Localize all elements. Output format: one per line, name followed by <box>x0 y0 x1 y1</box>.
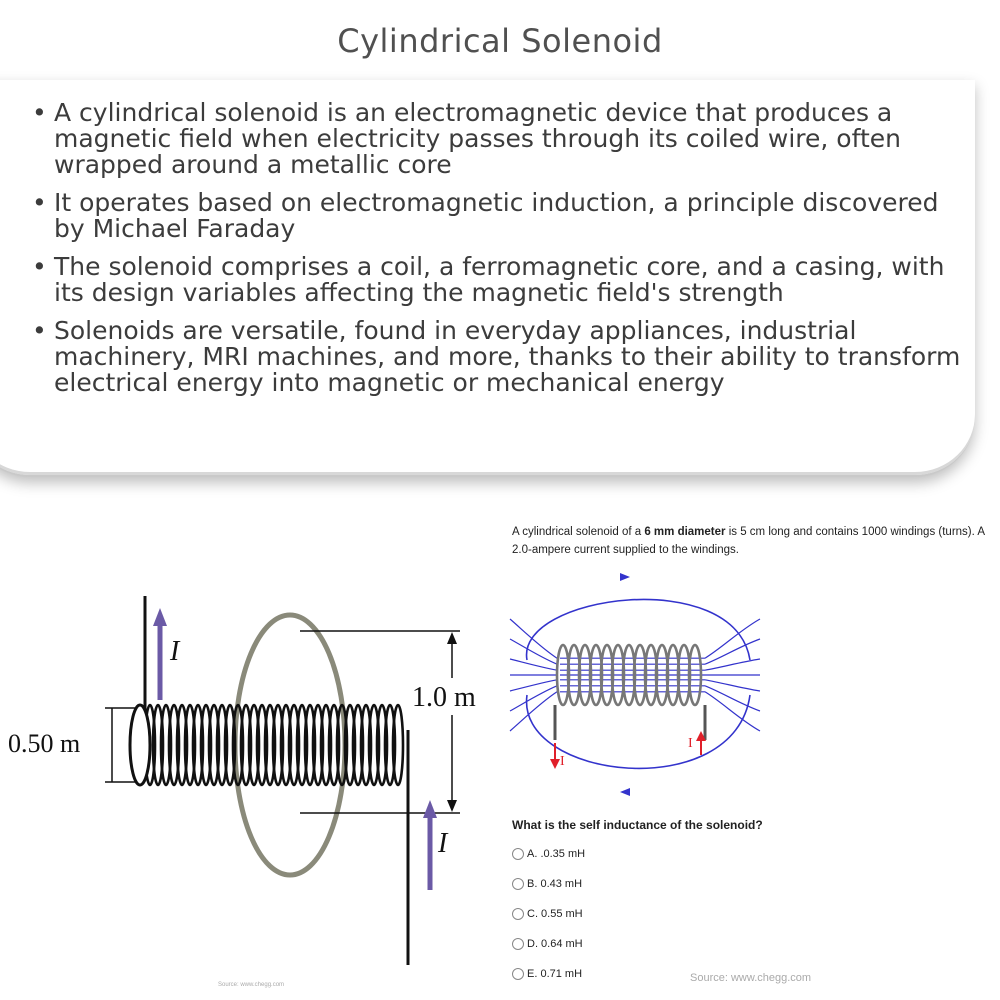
current-label-bottom: I <box>437 828 449 859</box>
bullet-dot-icon: • <box>32 252 47 281</box>
summary-card <box>0 80 975 477</box>
bullet-text: Solenoids are versatile, found in everyd… <box>54 316 961 397</box>
field-loop-bottom <box>526 694 751 770</box>
bullet-item: •Solenoids are versatile, found in every… <box>32 318 962 396</box>
field-line <box>704 638 761 665</box>
coil-winding <box>359 703 373 787</box>
coil-winding <box>247 703 261 787</box>
arrow-head-icon <box>423 800 437 818</box>
coil-winding <box>391 703 405 787</box>
coil-winding <box>311 703 325 787</box>
coil-winding <box>287 703 301 787</box>
coil-winding <box>343 703 357 787</box>
field-line <box>509 638 558 665</box>
coil-winding <box>367 703 381 787</box>
ring-size-label: 1.0 m <box>412 682 476 713</box>
coil-winding <box>303 703 317 787</box>
answer-option[interactable]: A. .0.35 mH <box>512 848 585 860</box>
coil-winding <box>271 703 285 787</box>
question-text: What is the self inductance of the solen… <box>512 818 763 832</box>
coil-winding <box>215 703 229 787</box>
field-line <box>509 685 558 712</box>
page-title: Cylindrical Solenoid <box>337 22 663 60</box>
bullet-dot-icon: • <box>32 316 47 345</box>
coil-winding <box>255 703 269 787</box>
radio-button[interactable] <box>512 848 524 860</box>
field-lines-figure: I I <box>509 573 761 796</box>
answer-option[interactable]: B. 0.43 mH <box>512 878 582 890</box>
bullet-item: •A cylindrical solenoid is an electromag… <box>32 100 962 178</box>
coil-winding <box>295 703 309 787</box>
field-loop-top <box>526 598 751 661</box>
coil-winding <box>279 703 293 787</box>
radio-button[interactable] <box>512 878 524 890</box>
source-label-left: Source: www.chegg.com <box>218 982 285 988</box>
bullet-text: A cylindrical solenoid is an electromagn… <box>54 98 901 179</box>
coil-winding <box>239 703 253 787</box>
answer-option[interactable]: D. 0.64 mH <box>512 938 583 950</box>
coil-winding <box>151 703 165 787</box>
radio-button[interactable] <box>512 968 524 980</box>
coil-winding <box>375 703 389 787</box>
diameter-label: 0.50 m <box>8 729 80 758</box>
field-line <box>509 691 558 732</box>
coil-winding <box>327 703 341 787</box>
coil-winding <box>199 703 213 787</box>
answer-option[interactable]: E. 0.71 mH <box>512 968 582 980</box>
field-line <box>704 685 761 712</box>
bullet-text: It operates based on electromagnetic ind… <box>54 188 939 243</box>
bullet-dot-icon: • <box>32 98 47 127</box>
coil-winding <box>159 703 173 787</box>
coil-winding <box>231 703 245 787</box>
field-line <box>704 679 761 692</box>
bullet-dot-icon: • <box>32 188 47 217</box>
coil-winding <box>383 703 397 787</box>
coil-winding <box>223 703 237 787</box>
bullet-text: The solenoid comprises a coil, a ferroma… <box>54 252 945 307</box>
solenoid-loop-figure: I 0.50 m 1.0 m I <box>8 596 476 965</box>
field-line <box>704 658 761 671</box>
coil-winding <box>351 703 365 787</box>
coil-winding <box>183 703 197 787</box>
arrow-head-icon <box>153 608 167 626</box>
coil-winding <box>191 703 205 787</box>
coil-winding <box>263 703 277 787</box>
field-line <box>509 618 558 659</box>
problem-statement: A cylindrical solenoid of a 6 mm diamete… <box>512 526 985 556</box>
field-line <box>509 679 558 692</box>
bullet-item: •The solenoid comprises a coil, a ferrom… <box>32 254 962 306</box>
coil-winding <box>319 703 333 787</box>
bullet-item: •It operates based on electromagnetic in… <box>32 190 962 242</box>
coil-end-left <box>128 703 152 787</box>
coil-winding <box>175 703 189 787</box>
arrow-head-icon <box>696 731 706 741</box>
field-line <box>704 618 761 659</box>
current-label-left: I <box>560 754 565 769</box>
radio-button[interactable] <box>512 938 524 950</box>
radio-button[interactable] <box>512 908 524 920</box>
solenoid-coil <box>143 703 405 787</box>
coil-winding <box>687 643 703 707</box>
current-label-top: I <box>169 636 181 667</box>
current-label-right: I <box>688 736 693 751</box>
field-line <box>509 658 558 671</box>
coil-winding <box>207 703 221 787</box>
coil-winding <box>167 703 181 787</box>
solenoid-coil-small <box>555 643 703 707</box>
source-label-right: Source: www.chegg.com <box>690 972 812 984</box>
arrow-head-icon <box>550 759 560 769</box>
field-line <box>704 691 761 732</box>
coil-winding <box>335 703 349 787</box>
bullet-list: •A cylindrical solenoid is an electromag… <box>32 100 962 408</box>
answer-option[interactable]: C. 0.55 mH <box>512 908 583 920</box>
